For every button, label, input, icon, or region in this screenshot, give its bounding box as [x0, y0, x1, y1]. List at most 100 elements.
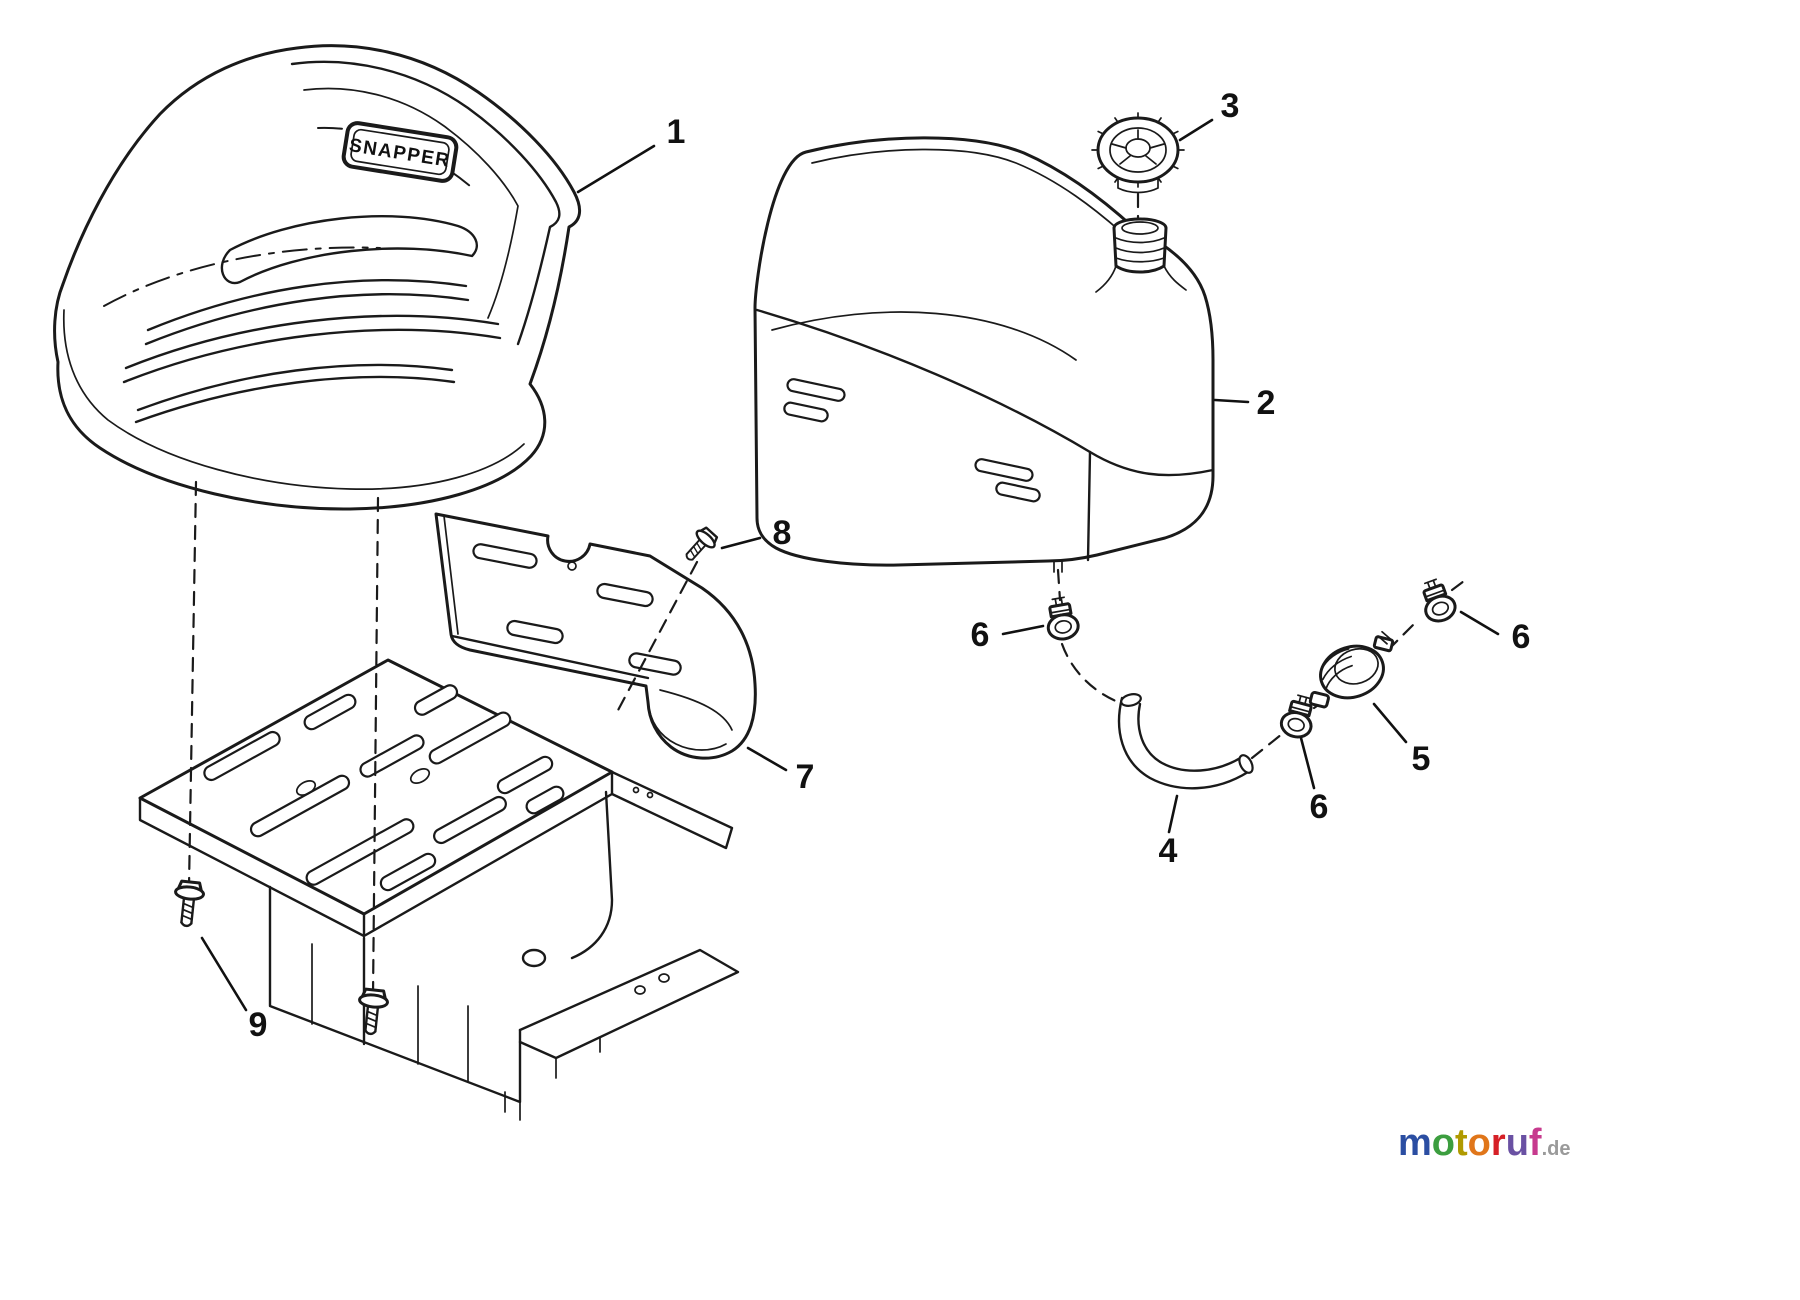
watermark-letter: o	[1468, 1122, 1491, 1164]
bolt-1	[170, 879, 207, 929]
filter-outlet	[1372, 635, 1395, 653]
heat-shield	[434, 512, 757, 760]
heat-shield-channel-inner	[647, 689, 733, 751]
leader-6a	[1001, 624, 1045, 636]
leader-8	[720, 536, 762, 550]
callout-6b: 6	[1310, 788, 1329, 826]
alignment-dash-left	[187, 480, 198, 888]
cap-inner-ring	[1109, 127, 1167, 173]
bracket-right-support	[570, 790, 614, 960]
hose-clamp-3	[1414, 574, 1461, 627]
seat-pan	[138, 658, 734, 938]
cap-spokes	[1111, 129, 1165, 165]
seat-upper-depression	[220, 215, 478, 285]
tank-top-inner-line	[811, 148, 1121, 232]
leader-3	[1178, 118, 1214, 142]
snapper-badge: SNAPPER	[341, 121, 459, 183]
filter-outlet-rings	[1377, 630, 1392, 645]
pan-slot	[305, 818, 415, 886]
hose-clamp-1	[1041, 594, 1082, 643]
bracket-flange-legs	[504, 1037, 601, 1121]
leader-4	[1167, 794, 1179, 834]
tank-front-edge-sweep	[755, 308, 1215, 477]
hose-to-clamp-dash	[1250, 732, 1284, 760]
screw-axis-dash	[614, 560, 699, 716]
leader-6c	[1459, 610, 1500, 636]
bracket-hole-small	[634, 985, 646, 995]
pan-slot	[433, 795, 507, 845]
fuel-hose	[1117, 693, 1254, 790]
filter-inlet	[1308, 690, 1330, 709]
tank-outlet-stub	[1053, 560, 1063, 573]
shield-slot	[472, 543, 538, 569]
seat-pan-lip	[138, 770, 614, 938]
seat-rib-2	[122, 314, 502, 384]
tank-handle-slot	[783, 401, 829, 423]
watermark-letter: t	[1455, 1122, 1468, 1164]
clamp-outward-dash	[1450, 576, 1470, 592]
bracket-hole-small	[658, 973, 670, 983]
neck-threads	[1115, 237, 1165, 263]
fuel-filter	[1308, 630, 1395, 709]
fuel-tank	[753, 136, 1215, 573]
filter-face	[1334, 647, 1379, 685]
watermark-letter: u	[1506, 1122, 1529, 1164]
pan-hole	[409, 768, 431, 784]
filter-ribs	[1320, 648, 1353, 690]
alignment-dash-right	[371, 496, 380, 998]
shield-screw-hole	[567, 561, 577, 571]
seat-rib-3	[134, 363, 456, 424]
callout-5: 5	[1412, 740, 1431, 778]
tank-to-clamp-dash	[1056, 568, 1062, 602]
watermark-suffix: .de	[1542, 1138, 1571, 1160]
pan-slot	[428, 711, 512, 765]
pan-slot	[379, 852, 437, 892]
pan-slot	[303, 693, 357, 731]
callout-6a: 6	[971, 616, 990, 654]
bracket-ribs	[311, 943, 469, 1083]
cap-scallops	[1091, 112, 1185, 188]
screw	[678, 523, 722, 568]
pan-hole	[295, 780, 317, 796]
pan-slot	[525, 785, 565, 815]
leader-6b	[1299, 736, 1316, 790]
leader-9	[200, 936, 248, 1012]
seat-bracket	[268, 786, 740, 1121]
callout-7: 7	[796, 758, 815, 796]
tank-handle-slot	[974, 458, 1034, 482]
fuel-tank-body	[753, 136, 1215, 567]
shield-slot	[506, 619, 564, 645]
pan-slot	[413, 684, 459, 716]
shield-slot	[596, 582, 654, 608]
tank-handle-slot	[786, 378, 846, 402]
fuel-cap	[1091, 112, 1185, 194]
callout-1: 1	[667, 113, 686, 151]
watermark-letter: f	[1529, 1122, 1542, 1164]
leader-2	[1213, 398, 1250, 404]
tank-top-sweep	[771, 311, 1077, 361]
tank-corner-vertical	[1086, 450, 1092, 562]
hose-inner-edge	[1137, 702, 1244, 772]
seat-outer-shell	[53, 44, 582, 511]
bracket-flange	[518, 948, 740, 1060]
watermark-letter: r	[1491, 1122, 1506, 1164]
callout-3: 3	[1221, 87, 1240, 125]
seat-contour-dash-2	[103, 246, 381, 307]
filter-body	[1319, 644, 1385, 700]
pan-slot	[496, 755, 554, 795]
callout-6c: 6	[1512, 618, 1531, 656]
watermark-letter: m	[1398, 1122, 1432, 1164]
watermark: motoruf.de	[1398, 1122, 1570, 1164]
tank-handle-slot	[995, 481, 1041, 503]
bracket-dot	[646, 791, 654, 799]
clamp-to-hose-dash	[1060, 642, 1120, 704]
watermark-letter: o	[1432, 1122, 1455, 1164]
leader-5	[1372, 702, 1408, 744]
seat-bottom-edge-line	[62, 309, 525, 490]
seat-backrest-panel	[303, 87, 519, 319]
heat-shield-left-thickness	[443, 515, 459, 635]
heat-shield-fold-line	[450, 634, 650, 680]
callout-2: 2	[1257, 384, 1276, 422]
